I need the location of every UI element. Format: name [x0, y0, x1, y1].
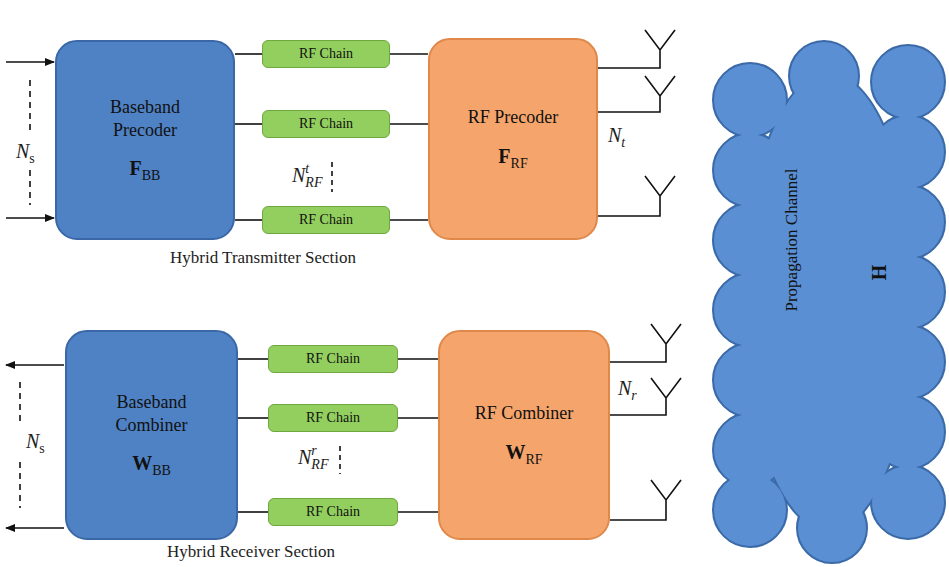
- rf-chain-label: RF Chain: [299, 212, 353, 228]
- rf-chain-label: RF Chain: [306, 504, 360, 520]
- text-part: N: [608, 124, 621, 146]
- connector: [398, 418, 438, 419]
- matrix-symbol: FBB: [130, 157, 161, 184]
- channel-name: Propagation Channel: [782, 168, 802, 311]
- antenna: [598, 76, 675, 112]
- rf-chain: RF Chain: [268, 345, 398, 373]
- connector: [390, 124, 428, 125]
- rf-combiner: RF CombinerWRF: [438, 330, 610, 540]
- input-arrow: [6, 217, 54, 219]
- matrix-symbol: WBB: [132, 452, 171, 479]
- rf-chain-label: RF Chain: [299, 116, 353, 132]
- connector: [238, 418, 268, 419]
- cloud-shape: [712, 40, 947, 565]
- text-part: RF: [511, 156, 528, 171]
- connector: [238, 359, 268, 360]
- connector: [235, 124, 262, 125]
- text-part: N: [26, 430, 39, 452]
- rf-chain: RF Chain: [268, 404, 398, 432]
- rf-chain-count: NtRF: [292, 164, 322, 191]
- rf-chain-label: RF Chain: [306, 410, 360, 426]
- dashed-ellipsis: [339, 446, 341, 474]
- rf-chain-label: RF Chain: [306, 351, 360, 367]
- text-part: RF: [305, 175, 322, 190]
- block-title: RF Precoder: [468, 106, 558, 129]
- rf-chain: RF Chain: [262, 110, 390, 138]
- text-part: s: [39, 441, 44, 456]
- stream-count: Ns: [26, 430, 45, 457]
- output-arrow: [6, 527, 64, 529]
- connector: [390, 220, 428, 221]
- connector: [398, 512, 438, 513]
- block-title: Baseband Combiner: [87, 391, 217, 436]
- text-part: RF: [311, 457, 328, 472]
- section-caption: Hybrid Receiver Section: [167, 542, 335, 562]
- stream-count: Ns: [16, 140, 35, 167]
- baseband-combiner: Baseband CombinerWBB: [65, 330, 238, 540]
- rf-chain: RF Chain: [268, 498, 398, 526]
- rf-chain-label: RF Chain: [299, 46, 353, 62]
- rf-chain: RF Chain: [262, 40, 390, 68]
- antenna-count: Nr: [618, 377, 637, 404]
- connector: [238, 512, 268, 513]
- rf-chain-count: NrRF: [298, 446, 328, 473]
- channel-symbol: H: [869, 264, 892, 280]
- text-part: N: [16, 140, 29, 162]
- antenna: [598, 176, 675, 216]
- block-title: RF Combiner: [475, 402, 574, 425]
- rf-precoder: RF PrecoderFRF: [428, 38, 598, 240]
- connector: [390, 54, 428, 55]
- rf-chain: RF Chain: [262, 206, 390, 234]
- antenna: [610, 480, 681, 520]
- text-part: t: [621, 135, 625, 150]
- connector: [235, 54, 262, 55]
- connector: [398, 359, 438, 360]
- antenna: [610, 378, 681, 415]
- dashed-ellipsis: [29, 170, 31, 205]
- text-part: H: [869, 264, 891, 280]
- text-part: W: [132, 452, 152, 474]
- input-arrow: [6, 61, 54, 63]
- section-caption: Hybrid Transmitter Section: [170, 248, 356, 268]
- dashed-ellipsis: [19, 462, 21, 508]
- text-part: F: [130, 157, 142, 179]
- dashed-ellipsis: [19, 382, 21, 425]
- text-part: RF: [525, 452, 542, 467]
- baseband-precoder: Baseband PrecoderFBB: [55, 40, 235, 240]
- output-arrow: [6, 364, 64, 366]
- dashed-ellipsis: [331, 162, 333, 192]
- antenna: [598, 30, 675, 68]
- text-part: s: [29, 151, 34, 166]
- text-part: N: [618, 377, 631, 399]
- text-part: W: [505, 441, 525, 463]
- text-part: BB: [142, 168, 161, 183]
- text-part: r: [631, 388, 636, 403]
- text-part: BB: [152, 463, 171, 478]
- text-part: F: [498, 145, 510, 167]
- block-title: Baseband Precoder: [80, 96, 210, 141]
- antenna: [610, 324, 681, 362]
- propagation-channel-cloud: Propagation ChannelH: [712, 40, 947, 565]
- matrix-symbol: FRF: [498, 145, 527, 172]
- text-part: N: [298, 446, 311, 468]
- antenna-count: Nt: [608, 124, 625, 151]
- matrix-symbol: WRF: [505, 441, 542, 468]
- connector: [235, 220, 262, 221]
- dashed-ellipsis: [29, 80, 31, 135]
- text-part: N: [292, 164, 305, 186]
